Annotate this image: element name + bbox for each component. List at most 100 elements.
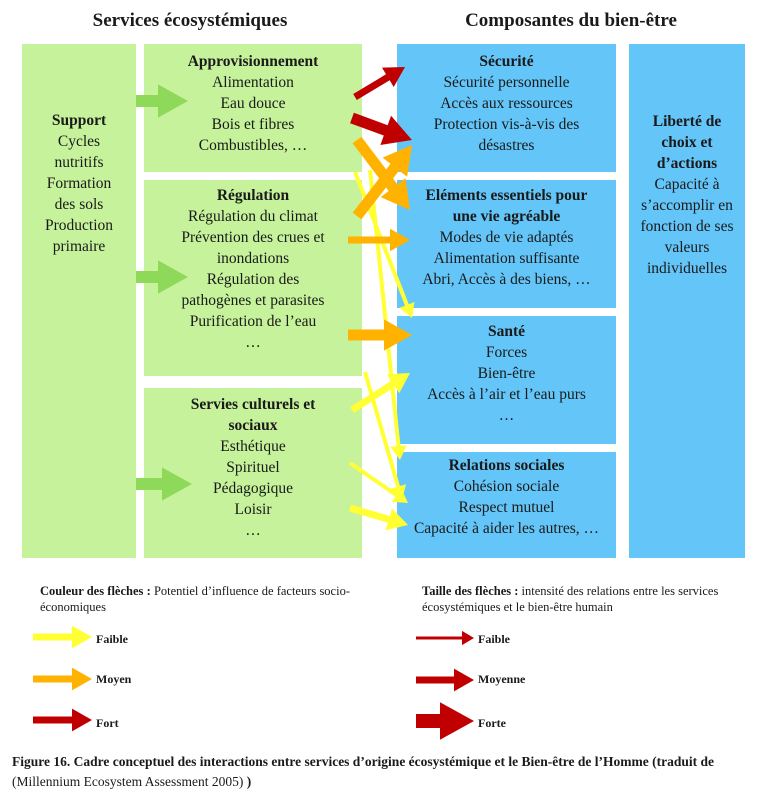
support-line: primaire — [52, 238, 106, 255]
service-line: Régulation du climat — [187, 208, 318, 225]
freedom-line: s’accomplir en — [641, 197, 733, 214]
service-line: Alimentation — [212, 74, 294, 91]
wellbeing-line: Protection vis-à-vis des — [433, 116, 580, 133]
wellbeing-line: Alimentation suffisante — [433, 250, 580, 267]
legend-size-low-label: Faible — [478, 632, 510, 646]
caption-reference: (Millennium Ecosystem Assessment 2005) — [12, 774, 244, 789]
cultural-to-health-arrow — [350, 373, 410, 413]
legend-color-low-arrow — [33, 625, 92, 649]
wellbeing-basic-materials-box: Eléments essentiels pour une vie agréabl… — [397, 180, 616, 308]
freedom-title: choix et — [661, 134, 713, 151]
legend-color-title: Couleur des flèches : Potentiel d’influe… — [40, 583, 350, 615]
support-line: Cycles — [57, 133, 101, 150]
service-line: … — [245, 334, 261, 351]
legend-color-title-text: Potentiel d’influence de facteurs socio-… — [40, 584, 350, 614]
service-line: Prévention des crues et — [181, 229, 325, 246]
service-line: Combustibles, … — [198, 137, 308, 154]
service-line: pathogènes et parasites — [181, 292, 325, 309]
legend-size-medium-arrow — [416, 668, 474, 692]
freedom-line: individuelles — [646, 260, 728, 277]
wellbeing-title: Eléments essentiels pour — [425, 187, 588, 204]
freedom-of-choice-box: Liberté de choix et d’actions Capacité à… — [629, 44, 745, 558]
legend-size-title-text: intensité des relations entre les servic… — [422, 584, 719, 614]
regulation-to-basic-materials-arrow — [348, 228, 410, 252]
support-to-regulation-arrow — [136, 260, 188, 294]
caption-main: Figure 16. Cadre conceptuel des interact… — [12, 754, 714, 769]
service-line: Pédagogique — [212, 480, 294, 497]
wellbeing-line: Sécurité personnelle — [443, 74, 570, 91]
legend-size-title: Taille des flèches : intensité des relat… — [422, 583, 742, 615]
service-line: Esthétique — [220, 438, 286, 455]
wellbeing-line: Abri, Accès à des biens, … — [422, 271, 591, 288]
support-to-provisioning-arrow — [136, 84, 188, 118]
provisioning-to-security-arrow-a — [353, 67, 405, 100]
provisioning-to-security-arrow-b — [350, 112, 412, 145]
regulation-to-social-arrow — [363, 371, 406, 500]
legend-size-high-label: Forte — [478, 716, 506, 730]
cultural-to-social-arrow-a — [348, 461, 408, 503]
header-ecosystem-services: Services écosystémiques — [92, 10, 288, 31]
legend-size-high-arrow — [416, 702, 474, 740]
wellbeing-line: Accès aux ressources — [440, 95, 573, 112]
wellbeing-title: Sécurité — [479, 53, 534, 70]
freedom-title: Liberté de — [652, 113, 722, 130]
wellbeing-line: Forces — [485, 344, 528, 361]
support-line: nutritifs — [54, 154, 104, 171]
header-wellbeing: Composantes du bien-être — [465, 10, 677, 31]
legend-color-low-label: Faible — [96, 632, 128, 646]
provisioning-to-basic-materials-arrow — [352, 136, 410, 210]
legend-color-medium-label: Moyen — [96, 672, 132, 686]
wellbeing-line: désastres — [478, 137, 535, 154]
wellbeing-title: Santé — [487, 323, 526, 340]
legend-color-high-label: Fort — [96, 716, 119, 730]
service-regulation-box: Régulation Régulation du climat Préventi… — [144, 180, 362, 376]
legend-size-low-arrow — [416, 630, 474, 646]
provisioning-to-social-arrow — [368, 169, 407, 461]
support-to-cultural-arrow — [136, 467, 192, 501]
wellbeing-security-box: Sécurité Sécurité personnelle Accès aux … — [397, 44, 616, 172]
service-line: Bois et fibres — [211, 116, 295, 133]
support-box: Support Cycles nutritifs Formation des s… — [22, 44, 136, 558]
legend-size-title-bold: Taille des flèches : — [422, 584, 519, 598]
wellbeing-line: Bien-être — [477, 365, 536, 382]
wellbeing-line: Cohésion sociale — [453, 478, 560, 495]
legend-size-medium-label: Moyenne — [478, 672, 526, 686]
freedom-line: valeurs — [664, 239, 710, 256]
service-line: Purification de l’eau — [189, 313, 317, 330]
legend-color-high-arrow — [33, 708, 92, 732]
cultural-to-social-arrow-b — [349, 504, 408, 531]
support-line: Production — [44, 217, 114, 234]
wellbeing-line: Modes de vie adaptés — [439, 229, 574, 246]
support-title: Support — [51, 112, 107, 129]
wellbeing-line: … — [498, 407, 515, 424]
freedom-title: d’actions — [656, 155, 718, 172]
service-line: … — [245, 522, 261, 539]
legend-color-title-bold: Couleur des flèches : — [40, 584, 151, 598]
freedom-line: Capacité à — [654, 176, 720, 193]
service-line: Loisir — [234, 501, 272, 518]
service-line: Régulation des — [206, 271, 300, 288]
wellbeing-social-relations-box: Relations sociales Cohésion sociale Resp… — [397, 452, 616, 558]
support-line: des sols — [54, 196, 104, 213]
legend-color-medium-arrow — [33, 667, 92, 691]
wellbeing-health-box: Santé Forces Bien-être Accès à l’air et … — [397, 316, 616, 444]
service-line: inondations — [216, 250, 290, 267]
service-line: Eau douce — [220, 95, 286, 112]
caption-close: ) — [243, 774, 252, 789]
service-title: Régulation — [216, 187, 290, 204]
regulation-to-security-arrow — [352, 145, 412, 220]
service-title: Servies culturels et — [190, 396, 316, 413]
service-line: Spirituel — [226, 459, 280, 476]
wellbeing-title: Relations sociales — [448, 457, 565, 474]
wellbeing-title: une vie agréable — [452, 208, 561, 225]
wellbeing-line: Accès à l’air et l’eau purs — [427, 386, 586, 403]
support-line: Formation — [46, 175, 112, 192]
service-cultural-box: Servies culturels et sociaux Esthétique … — [144, 388, 362, 558]
service-title: Approvisionnement — [187, 53, 319, 70]
wellbeing-line: Respect mutuel — [458, 499, 555, 516]
regulation-to-health-arrow — [348, 319, 412, 351]
service-provisioning-box: Approvisionnement Alimentation Eau douce… — [144, 44, 362, 172]
freedom-line: fonction de ses — [640, 218, 734, 235]
service-title: sociaux — [228, 417, 278, 434]
